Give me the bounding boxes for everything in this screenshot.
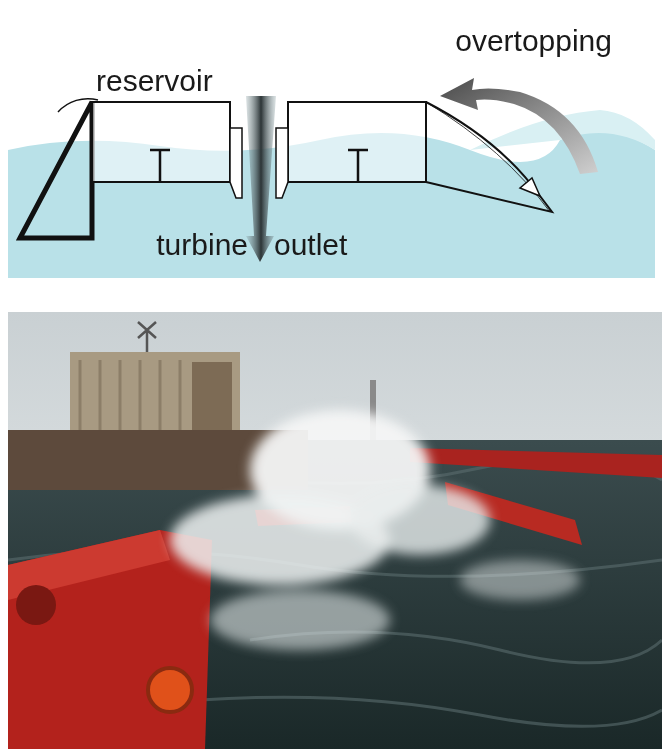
turbine-housing [230, 128, 242, 198]
photo [8, 312, 662, 749]
part-label: outlet [274, 228, 347, 261]
hull-bow [8, 530, 212, 749]
ramp [426, 102, 552, 212]
part-label: overtopping [455, 24, 612, 57]
ramp-tip [520, 178, 540, 196]
spray [170, 410, 580, 650]
fender [148, 668, 192, 712]
sky [8, 312, 662, 749]
wind-vane [138, 322, 156, 352]
reflector-wing [20, 102, 92, 238]
wave-dragon-diagram [8, 10, 655, 278]
turbine-housing [276, 128, 288, 198]
overtopping-arrow [440, 78, 598, 174]
part-label: turbine [156, 228, 248, 261]
turbine-flow-arrow [246, 96, 276, 262]
hatch [16, 585, 56, 625]
reflector-arm [410, 448, 662, 478]
sky-ground [8, 10, 655, 278]
part-label: reservoir [96, 64, 213, 97]
ramp-line [426, 102, 550, 212]
